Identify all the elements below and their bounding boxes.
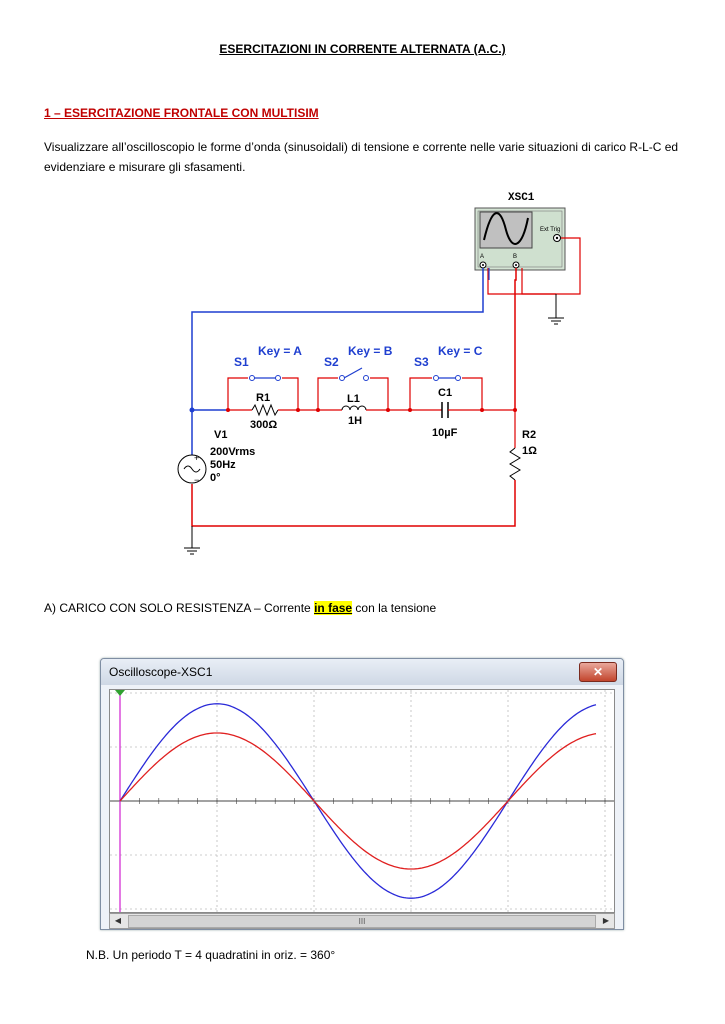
svg-text:+: +: [194, 453, 199, 463]
trace-current: [119, 732, 597, 870]
close-button[interactable]: ✕: [579, 662, 617, 682]
switch-s1-label: S1: [234, 355, 249, 369]
cursor-marker-icon[interactable]: [115, 690, 125, 696]
period-note: N.B. Un periodo T = 4 quadratini in oriz…: [86, 948, 336, 962]
r1-value: 300Ω: [250, 419, 277, 431]
oscilloscope-titlebar[interactable]: Oscilloscope-XSC1 ✕: [101, 659, 623, 685]
oscilloscope-screen: [109, 689, 615, 913]
r2-value: 1Ω: [522, 445, 537, 457]
r1-name: R1: [256, 392, 270, 404]
switch-s2-label: S2: [324, 355, 339, 369]
ext-trig-label: Ext Trig: [540, 227, 560, 233]
section-heading: 1 – ESERCITAZIONE FRONTALE CON MULTISIM: [44, 106, 319, 120]
wire-ext-trig: [487, 237, 581, 295]
resistor-r1: [251, 403, 279, 417]
scope-label: XSC1: [508, 192, 535, 204]
c1-name: C1: [438, 387, 452, 399]
case-a-heading: A) CARICO CON SOLO RESISTENZA – Corrente…: [44, 601, 436, 615]
scroll-right-icon[interactable]: ▶: [602, 916, 610, 925]
switch-s3-key: Key = C: [438, 344, 483, 358]
ground-icon: [548, 294, 564, 325]
c1-value: 10µF: [432, 427, 458, 439]
capacitor-c1: [441, 402, 449, 418]
v1-frequency: 50Hz: [210, 459, 236, 471]
switch-s2-key: Key = B: [348, 344, 393, 358]
page-title: ESERCITAZIONI IN CORRENTE ALTERNATA (A.C…: [219, 42, 506, 56]
v1-name: V1: [214, 429, 227, 441]
inductor-l1: [341, 405, 367, 411]
r2-name: R2: [522, 429, 536, 441]
case-a-highlight: in fase: [314, 601, 353, 615]
switch-s3-label: S3: [414, 355, 429, 369]
resistor-r2: [509, 447, 521, 481]
l1-name: L1: [347, 393, 360, 405]
ac-source-v1: + −: [177, 453, 207, 485]
scrollbar-thumb[interactable]: III: [128, 915, 596, 928]
case-a-suffix: con la tensione: [352, 601, 437, 615]
circuit-diagram: XSC1 Ext Trig A B: [177, 192, 581, 555]
horizontal-scrollbar[interactable]: ◀ III ▶: [109, 913, 615, 929]
wire-channel-b-minus: [521, 268, 556, 295]
wire-channel-a: [191, 268, 484, 465]
oscilloscope-symbol: [474, 207, 566, 271]
oscilloscope-title: Oscilloscope-XSC1: [109, 665, 213, 679]
svg-text:−: −: [194, 475, 199, 485]
switch-s1-key: Key = A: [258, 344, 302, 358]
channel-a-label: A: [480, 254, 484, 260]
case-a-prefix: A) CARICO CON SOLO RESISTENZA – Corrente: [44, 601, 315, 615]
wire-channel-b: [514, 268, 517, 410]
trace-voltage: [119, 703, 597, 899]
scroll-left-icon[interactable]: ◀: [114, 916, 122, 925]
l1-value: 1H: [348, 415, 362, 427]
v1-voltage: 200Vrms: [210, 446, 255, 458]
oscilloscope-plot: [110, 690, 614, 912]
ground-icon: [184, 526, 200, 555]
oscilloscope-window[interactable]: Oscilloscope-XSC1 ✕ ◀ III ▶: [100, 658, 624, 930]
channel-b-label: B: [513, 254, 517, 260]
v1-phase: 0°: [210, 472, 221, 484]
intro-paragraph: Visualizzare all’oscilloscopio le forme …: [44, 140, 679, 174]
